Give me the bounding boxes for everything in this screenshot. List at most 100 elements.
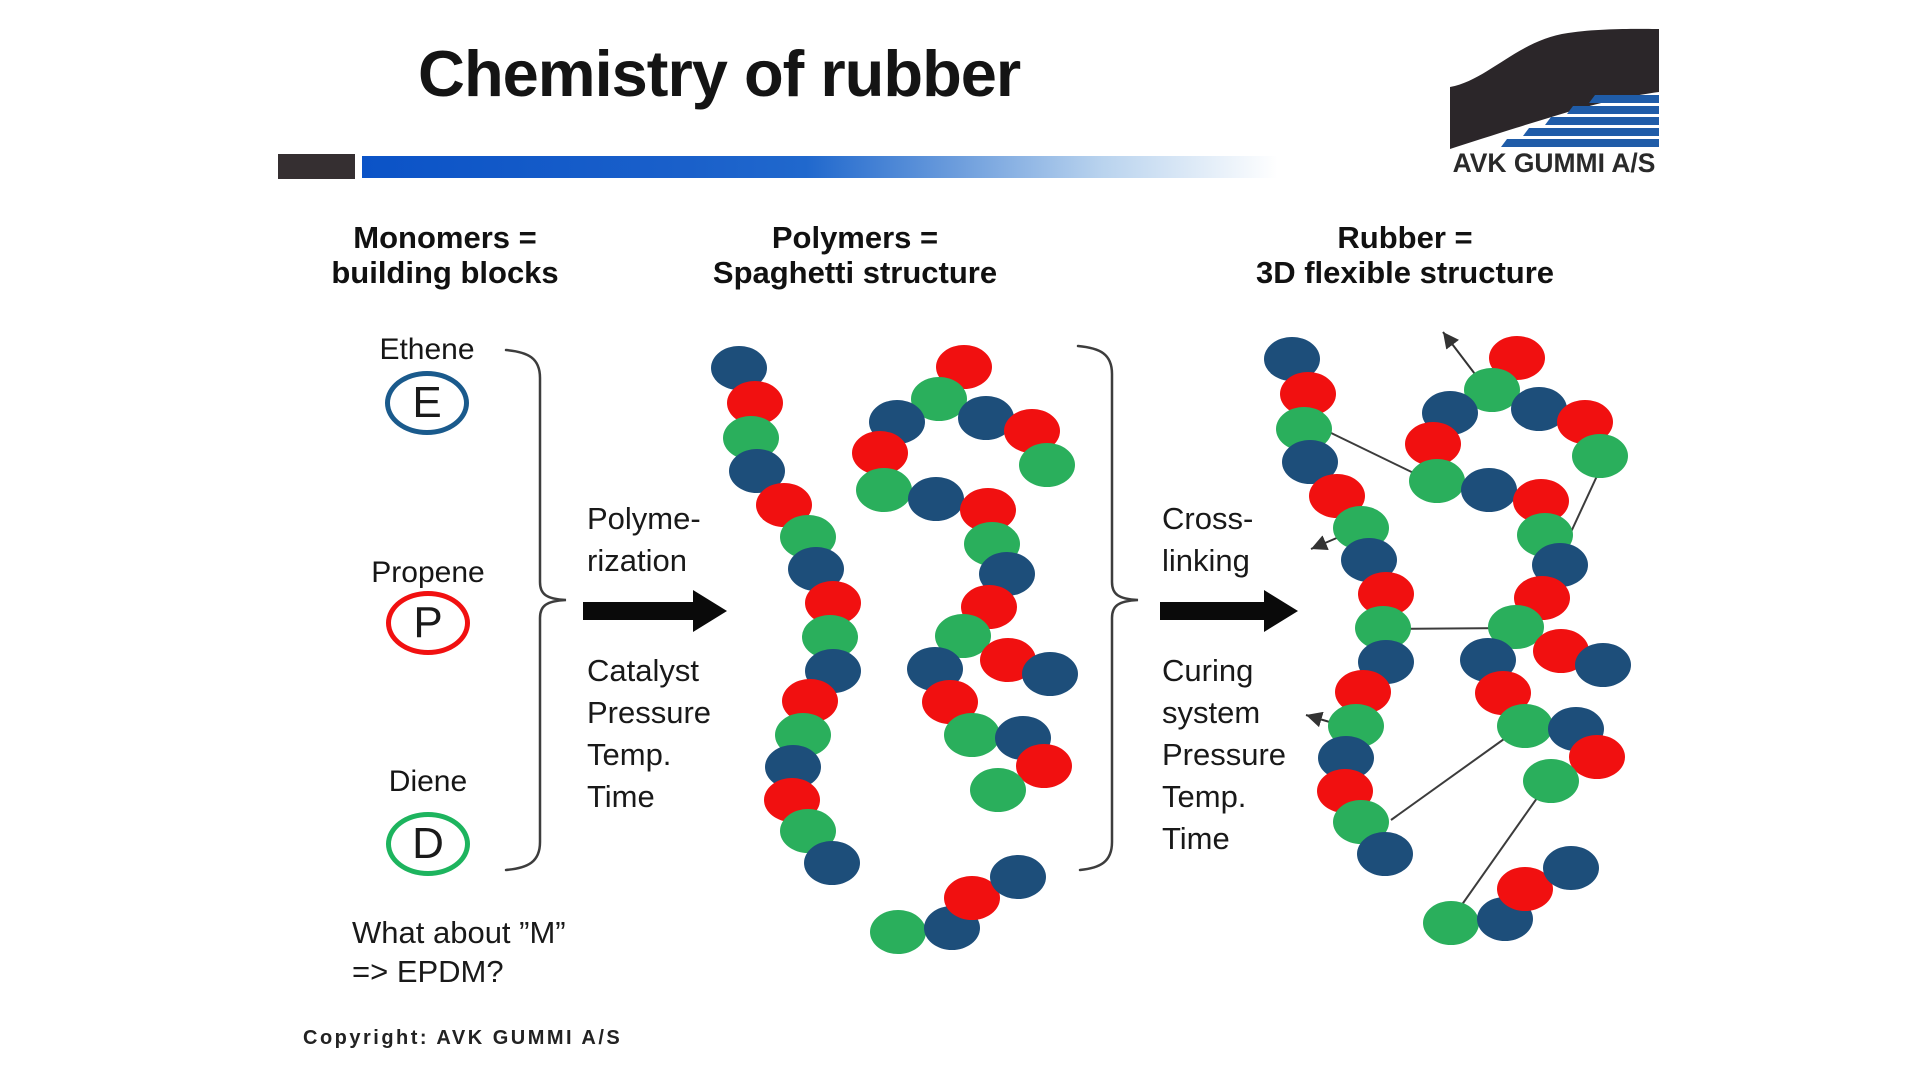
- header-monomers-line1: Monomers =: [353, 220, 537, 255]
- cross-link-line: [1326, 430, 1427, 480]
- logo-text: AVK GUMMI A/S: [1452, 148, 1656, 178]
- rubber-monomer-dot: [1335, 670, 1391, 714]
- polymer-monomer-dot: [870, 910, 926, 954]
- header-polymers: Polymers = Spaghetti structure: [655, 220, 1055, 290]
- logo-blue-stripes: [1501, 95, 1659, 147]
- polymer-monomer-dot: [935, 614, 991, 658]
- rubber-monomer-dot: [1523, 759, 1579, 803]
- rubber-monomer-dot: [1475, 671, 1531, 715]
- header-rubber-line2: 3D flexible structure: [1255, 255, 1555, 290]
- rubber-monomer-dot: [1497, 704, 1553, 748]
- polymer-monomer-dot: [852, 431, 908, 475]
- process2-bottom-line5: Time: [1162, 821, 1230, 856]
- epdm-note: What about ”M” => EPDM?: [352, 913, 566, 991]
- rubber-monomer-dot: [1264, 337, 1320, 381]
- process2-top-line1: Cross-: [1162, 501, 1254, 536]
- polymer-monomer-dot: [936, 345, 992, 389]
- polymer-monomer-dot: [765, 745, 821, 789]
- rubber-monomer-dot: [1423, 901, 1479, 945]
- polymer-monomer-dot: [804, 841, 860, 885]
- rubber-monomer-dot: [1488, 605, 1544, 649]
- title-underline-dark-segment: [278, 154, 355, 179]
- polymer-monomer-dot: [1019, 443, 1075, 487]
- monomer-label-diene: Diene: [388, 765, 468, 798]
- process1-top-line1: Polyme-: [587, 501, 701, 536]
- polymer-monomer-dot: [1016, 744, 1072, 788]
- rubber-monomer-dot: [1355, 606, 1411, 650]
- header-rubber-line1: Rubber =: [1337, 220, 1473, 255]
- process2-bottom-line4: Temp.: [1162, 779, 1247, 814]
- logo-wave-graphic: [1450, 28, 1659, 150]
- cross-link-line: [1460, 790, 1543, 907]
- polymer-monomer-dot: [780, 809, 836, 853]
- header-polymers-line2: Spaghetti structure: [712, 255, 998, 290]
- process2-bottom-line3: Pressure: [1162, 737, 1287, 772]
- polymer-monomer-dot: [979, 552, 1035, 596]
- rubber-monomer-dot: [1572, 434, 1628, 478]
- polymer-monomer-dot: [729, 449, 785, 493]
- process-arrow: [1160, 590, 1298, 632]
- process2-bottom-line2: system: [1162, 695, 1261, 730]
- polymer-monomer-dot: [711, 346, 767, 390]
- polymer-monomer-dot: [856, 468, 912, 512]
- rubber-monomer-dot: [1532, 543, 1588, 587]
- polymer-monomer-dot: [907, 647, 963, 691]
- brace-polymers: [1076, 344, 1139, 872]
- header-monomers-line2: building blocks: [331, 255, 559, 290]
- epdm-note-line1: What about ”M”: [352, 915, 566, 950]
- rubber-monomer-dot: [1460, 638, 1516, 682]
- rubber-monomer-dot: [1461, 468, 1517, 512]
- process2-top-line2: linking: [1162, 543, 1250, 578]
- process1-bottom-label: Catalyst Pressure Temp. Time: [587, 650, 711, 818]
- brace-monomers: [504, 348, 567, 872]
- rubber-monomer-dot: [1533, 629, 1589, 673]
- title-underline-gradient: [362, 156, 1287, 178]
- process1-top-line2: rization: [587, 543, 687, 578]
- monomer-ellipse-propene: P: [386, 591, 470, 655]
- polymer-monomer-dot: [960, 488, 1016, 532]
- process2-top-label: Cross- linking: [1162, 498, 1253, 582]
- process1-top-label: Polyme- rization: [587, 498, 701, 582]
- rubber-monomer-dot: [1318, 736, 1374, 780]
- process2-bottom-label: Curing system Pressure Temp. Time: [1162, 650, 1286, 860]
- rubber-monomer-dot: [1543, 846, 1599, 890]
- process1-bottom-line4: Time: [587, 779, 655, 814]
- polymer-monomer-dot: [990, 855, 1046, 899]
- header-monomers: Monomers = building blocks: [245, 220, 645, 290]
- polymer-monomer-dot: [805, 581, 861, 625]
- polymer-monomer-dot: [1004, 409, 1060, 453]
- process1-bottom-line2: Pressure: [587, 695, 712, 730]
- rubber-monomer-dot: [1309, 474, 1365, 518]
- rubber-monomer-dot: [1405, 422, 1461, 466]
- polymer-monomer-dot: [908, 477, 964, 521]
- monomer-ellipse-diene: D: [386, 812, 470, 876]
- polymer-monomer-dot: [1022, 652, 1078, 696]
- process1-bottom-line1: Catalyst: [587, 653, 699, 688]
- logo-wave-black: [1450, 28, 1659, 150]
- polymer-monomer-dot: [727, 381, 783, 425]
- monomer-ellipse-ethene: E: [385, 371, 469, 435]
- rubber-monomer-dot: [1569, 735, 1625, 779]
- rubber-monomer-dot: [1464, 368, 1520, 412]
- rubber-monomer-dot: [1497, 867, 1553, 911]
- rubber-monomer-dot: [1557, 400, 1613, 444]
- rubber-monomer-dot: [1409, 459, 1465, 503]
- rubber-monomer-dot: [1489, 336, 1545, 380]
- polymer-monomer-dot: [922, 680, 978, 724]
- rubber-monomer-dot: [1575, 643, 1631, 687]
- epdm-note-line2: => EPDM?: [352, 954, 504, 989]
- polymer-monomer-dot: [911, 377, 967, 421]
- polymer-monomer-dot: [944, 876, 1000, 920]
- rubber-monomer-dot: [1282, 440, 1338, 484]
- cross-link-line: [1390, 733, 1512, 821]
- polymer-monomer-dot: [756, 483, 812, 527]
- process1-bottom-line3: Temp.: [587, 737, 672, 772]
- page-title: Chemistry of rubber: [418, 37, 1021, 110]
- polymer-monomer-dot: [980, 638, 1036, 682]
- polymer-monomer-dot: [970, 768, 1026, 812]
- monomer-label-ethene: Ethene: [379, 333, 475, 366]
- monomer-letter-d: D: [412, 819, 444, 868]
- process-arrow: [583, 590, 727, 632]
